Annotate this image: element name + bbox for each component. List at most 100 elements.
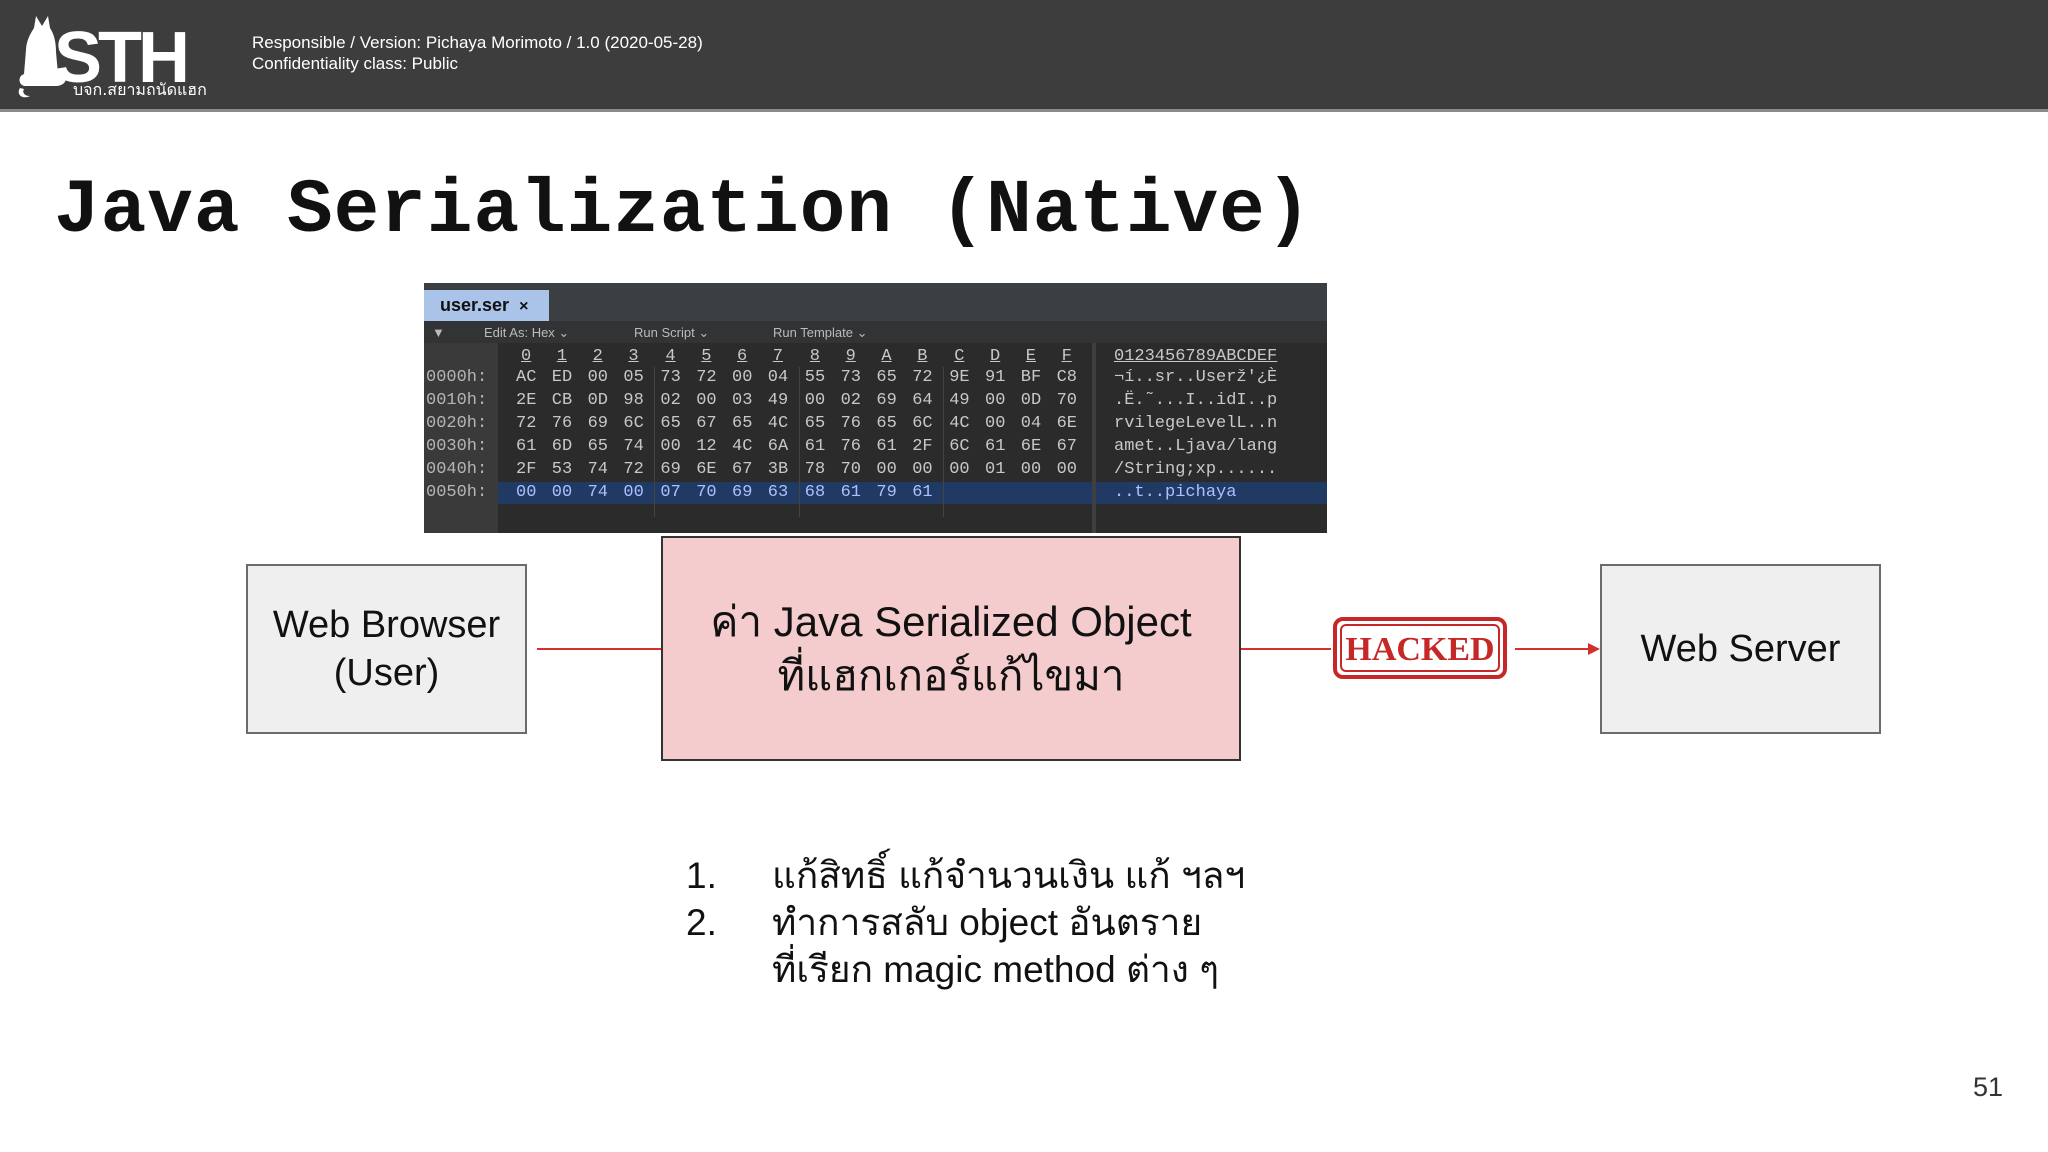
hex-byte[interactable]: 69 [876,391,897,410]
hex-byte[interactable]: 70 [696,483,717,502]
hex-byte[interactable]: 65 [876,414,897,433]
hex-byte[interactable]: 00 [1020,460,1042,479]
hex-byte[interactable]: 61 [516,437,537,456]
hex-byte[interactable]: 6E [1020,437,1042,456]
hex-byte[interactable]: 98 [623,391,644,410]
hex-byte[interactable]: 78 [804,460,826,479]
hex-byte[interactable]: 02 [660,391,681,410]
hex-byte[interactable]: 72 [623,460,644,479]
hex-byte[interactable]: 0D [1020,391,1042,410]
hex-byte[interactable]: 49 [767,391,789,410]
hex-byte[interactable]: 69 [660,460,681,479]
hex-byte[interactable]: 6C [912,414,933,433]
hex-byte[interactable]: 65 [587,437,608,456]
hex-byte[interactable]: 70 [840,460,861,479]
hex-byte[interactable]: 2F [912,437,933,456]
hex-byte[interactable]: 65 [804,414,826,433]
run-script-dropdown[interactable]: Run Script ⌄ [634,325,710,340]
hex-byte[interactable]: 00 [587,368,608,387]
hex-byte[interactable]: 69 [587,414,608,433]
hex-byte[interactable]: 6C [949,437,970,456]
hex-byte[interactable]: 63 [767,483,789,502]
hex-byte[interactable]: 00 [985,391,1006,410]
hex-byte[interactable]: 67 [1056,437,1077,456]
hex-byte[interactable]: 04 [767,368,789,387]
hex-byte[interactable]: 12 [696,437,717,456]
hex-byte[interactable]: 61 [912,483,933,502]
hex-byte[interactable]: 00 [985,414,1006,433]
hex-byte[interactable]: 4C [767,414,789,433]
hex-byte[interactable]: 00 [949,460,970,479]
hex-byte[interactable]: 74 [587,483,608,502]
hex-byte[interactable]: 6E [1056,414,1077,433]
hex-byte[interactable]: 72 [912,368,933,387]
hex-byte[interactable]: 61 [840,483,861,502]
hex-byte[interactable]: ED [551,368,573,387]
hex-byte[interactable]: 2F [516,460,537,479]
hex-byte[interactable]: 72 [516,414,537,433]
hex-byte[interactable]: 00 [912,460,933,479]
hex-byte[interactable]: 76 [840,414,861,433]
hex-byte[interactable]: 00 [876,460,897,479]
hex-byte[interactable]: 61 [876,437,897,456]
close-icon[interactable]: × [519,298,529,315]
hex-byte[interactable]: 65 [660,414,681,433]
hex-byte[interactable]: 0D [587,391,608,410]
hex-byte[interactable]: 64 [912,391,933,410]
hex-byte[interactable]: 00 [660,437,681,456]
hex-byte[interactable]: 91 [985,368,1006,387]
hex-byte[interactable]: 65 [732,414,753,433]
hex-byte[interactable]: AC [516,368,537,387]
hex-byte[interactable]: 6C [623,414,644,433]
hex-byte[interactable]: 00 [1056,460,1077,479]
hex-byte[interactable]: 69 [732,483,753,502]
hex-byte[interactable]: C8 [1056,368,1077,387]
hex-byte[interactable]: 4C [949,414,970,433]
hex-byte[interactable]: 6D [551,437,573,456]
hex-byte[interactable]: 65 [876,368,897,387]
hex-byte[interactable]: 74 [587,460,608,479]
hex-byte[interactable]: 74 [623,437,644,456]
hex-byte[interactable]: 00 [804,391,826,410]
hex-byte[interactable]: 00 [516,483,537,502]
hex-byte[interactable]: 07 [660,483,681,502]
column-header: 0 [521,347,532,366]
hex-byte[interactable]: 05 [623,368,644,387]
hex-byte[interactable]: 73 [660,368,681,387]
hex-byte[interactable]: 00 [696,391,717,410]
hex-byte[interactable]: 01 [985,460,1006,479]
hex-byte[interactable]: 67 [732,460,753,479]
tab-user-ser[interactable]: user.ser× [424,290,549,321]
hex-byte[interactable]: 70 [1056,391,1077,410]
hex-byte[interactable]: 2E [516,391,537,410]
hex-byte[interactable]: 76 [840,437,861,456]
hex-byte[interactable]: 3B [767,460,789,479]
hex-byte[interactable]: 79 [876,483,897,502]
hex-byte[interactable]: 72 [696,368,717,387]
hex-byte[interactable]: 61 [985,437,1006,456]
hex-byte[interactable]: 55 [804,368,826,387]
hex-byte[interactable]: 4C [732,437,753,456]
hex-byte[interactable]: 00 [732,368,753,387]
hex-byte[interactable]: CB [551,391,573,410]
hex-byte[interactable]: 61 [804,437,826,456]
hex-byte[interactable]: BF [1020,368,1042,387]
hex-byte[interactable]: 04 [1020,414,1042,433]
collapse-icon[interactable]: ▼ [432,325,445,340]
hex-byte[interactable]: 03 [732,391,753,410]
hex-byte[interactable]: 6E [696,460,717,479]
edit-as-dropdown[interactable]: Edit As: Hex ⌄ [484,325,570,340]
hex-byte[interactable]: 02 [840,391,861,410]
hex-byte[interactable]: 49 [949,391,970,410]
run-template-dropdown[interactable]: Run Template ⌄ [773,325,868,340]
hex-byte[interactable]: 6A [767,437,789,456]
column-header: 1 [556,347,567,366]
hex-byte[interactable]: 53 [551,460,573,479]
hex-byte[interactable]: 68 [804,483,826,502]
hex-byte[interactable]: 76 [551,414,573,433]
hex-byte[interactable]: 73 [840,368,861,387]
hex-byte[interactable]: 67 [696,414,717,433]
hex-byte[interactable]: 00 [551,483,573,502]
hex-byte[interactable]: 9E [949,368,970,387]
hex-byte[interactable]: 00 [623,483,644,502]
